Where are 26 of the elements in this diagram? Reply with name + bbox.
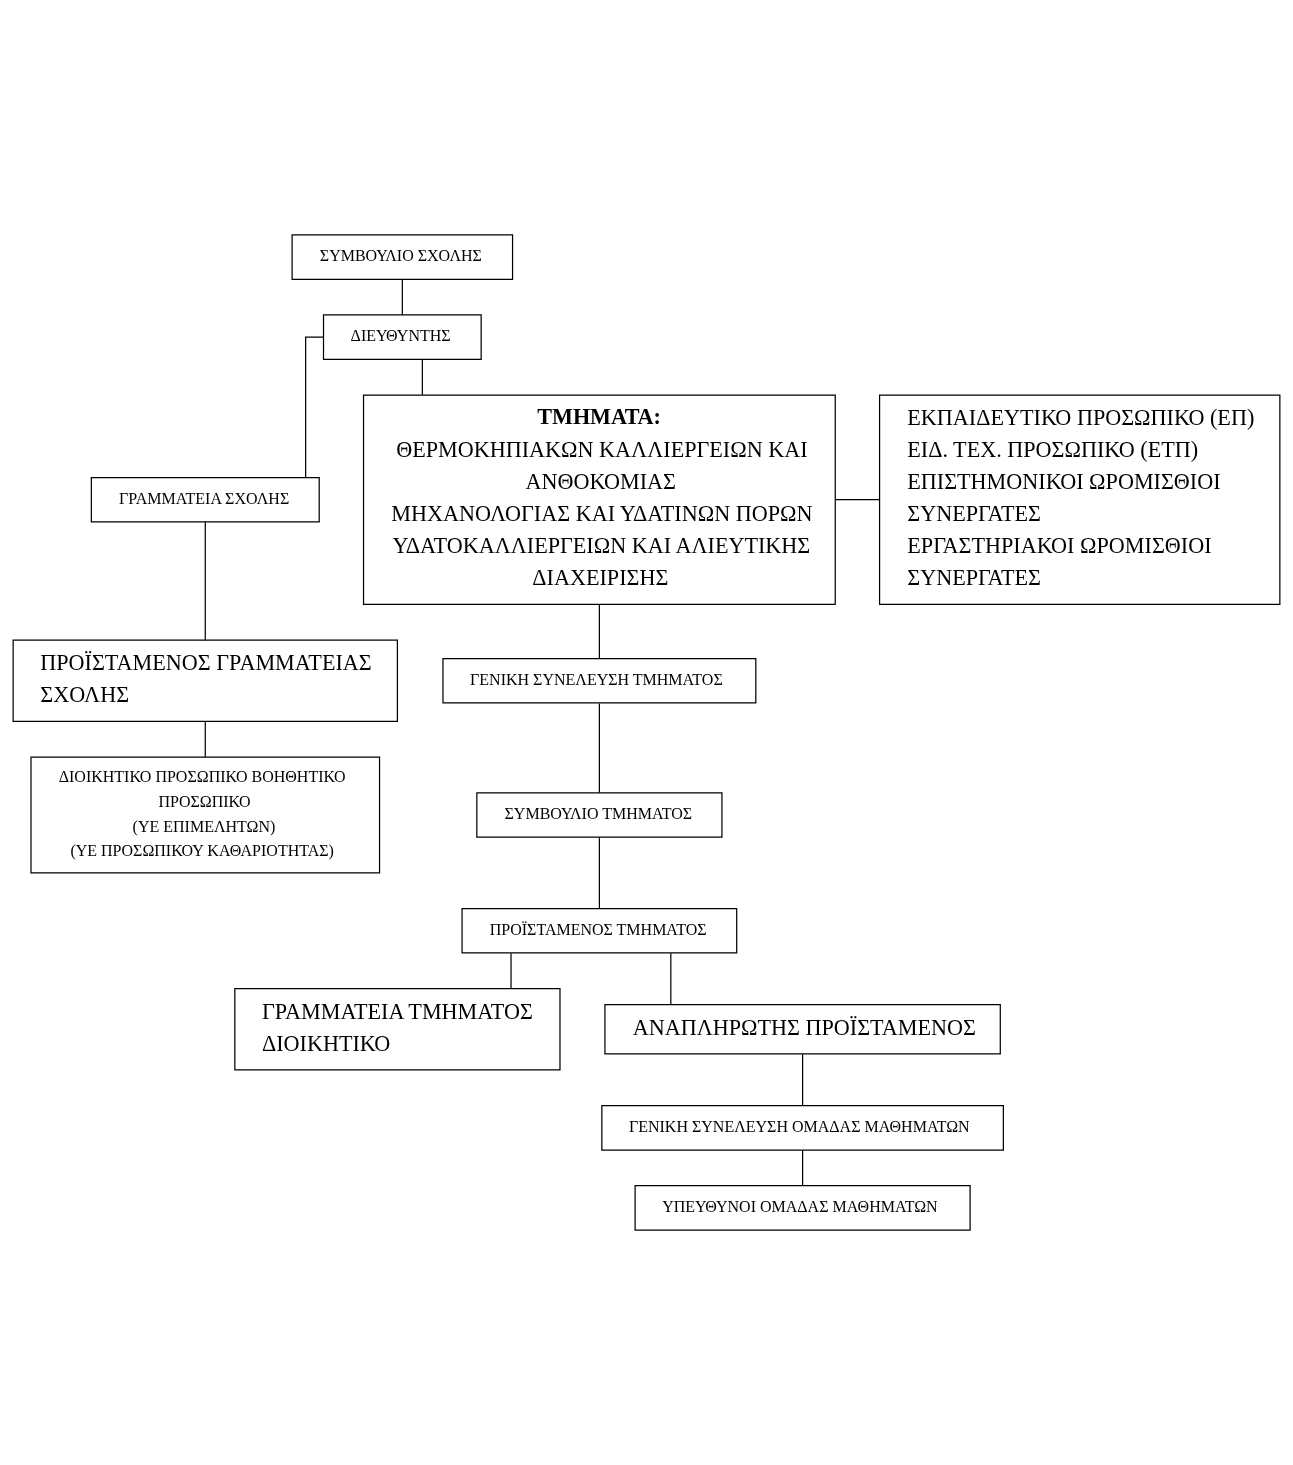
connector [204, 721, 206, 758]
node-box: ΣΥΜΒΟΥΛΙΟ ΤΜΗΜΑΤΟΣ [476, 792, 723, 838]
connector [802, 1149, 804, 1187]
connector [598, 603, 600, 659]
node-box: ΔΙΟΙΚΗΤΙΚΟ ΠΡΟΣΩΠΙΚΟ ΒΟΗΘΗΤΙΚΟ ΠΡΟΣΩΠΙΚΟ (ΥΕ ΕΠΙΜΕΛΗΤΩΝ) (ΥΕ ΠΡΟΣΩΠΙΚΟΥ ΚΑΘΑΡΙΟΤΗΤΑΣ) [30, 756, 381, 874]
node-box: ΠΡΟΪΣΤΑΜΕΝΟΣ ΤΜΗΜΑΤΟΣ [461, 908, 738, 954]
node-box: ΣΥΜΒΟΥΛΙΟ ΣΧΟΛΗΣ [291, 234, 514, 280]
node-box: ΤΜΗΜΑΤΑ: ΘΕΡΜΟΚΗΠΙΑΚΩΝ ΚΑΛΛΙΕΡΓΕΙΩΝ ΚΑΙ ΑΝΘΟΚΟΜΙΑΣ ΜΗΧΑΝΟΛΟΓΙΑΣ ΚΑΙ ΥΔΑΤΙΝΩΝ ΠΟΡΩΝ ΥΔΑΤΟΚΑΛΛΙΕΡΓΕΙΩΝ ΚΑΙ ΑΛΙΕΥΤΙΚΗΣ ΔΙΑΧΕΙΡΙΣΗΣ [362, 394, 836, 606]
node-box: ΔΙΕΥΘΥΝΤΗΣ [322, 314, 482, 360]
connector [834, 499, 880, 501]
connector [802, 1053, 804, 1106]
connector [598, 702, 600, 794]
connector [401, 278, 403, 316]
node-box: ΓΕΝΙΚΗ ΣΥΝΕΛΕΥΣΗ ΟΜΑΔΑΣ ΜΑΘΗΜΑΤΩΝ [601, 1105, 1004, 1151]
node-box: ΕΚΠΑΙΔΕΥΤΙΚΟ ΠΡΟΣΩΠΙΚΟ (ΕΠ) ΕΙΔ. ΤΕΧ. ΠΡΟΣΩΠΙΚΟ (ΕΤΠ) ΕΠΙΣΤΗΜΟΝΙΚΟΙ ΩΡΟΜΙΣΘΙΟΙ ΣΥΝΕΡΓΑΤΕΣ ΕΡΓΑΣΤΗΡΙΑΚΟΙ ΩΡΟΜΙΣΘΙΟΙ ΣΥΝΕΡΓΑΤΕΣ [878, 394, 1281, 606]
node-box: ΓΡΑΜΜΑΤΕΙΑ ΤΜΗΜΑΤΟΣ ΔΙΟΙΚΗΤΙΚΟ [234, 988, 561, 1071]
node-box: ΓΕΝΙΚΗ ΣΥΝΕΛΕΥΣΗ ΤΜΗΜΑΤΟΣ [442, 658, 757, 704]
node-box: ΠΡΟΪΣΤΑΜΕΝΟΣ ΓΡΑΜΜΑΤΕΙΑΣ ΣΧΟΛΗΣ [12, 639, 399, 723]
connector [670, 952, 672, 1006]
connector [510, 952, 512, 990]
node-box: ΥΠΕΥΘΥΝΟΙ ΟΜΑΔΑΣ ΜΑΘΗΜΑΤΩΝ [634, 1185, 971, 1231]
connector [204, 521, 206, 641]
node-box: ΑΝΑΠΛΗΡΩΤΗΣ ΠΡΟΪΣΤΑΜΕΝΟΣ [604, 1004, 1001, 1055]
connector [598, 836, 600, 910]
node-box: ΓΡΑΜΜΑΤΕΙΑ ΣΧΟΛΗΣ [90, 476, 320, 523]
connector [421, 358, 423, 396]
